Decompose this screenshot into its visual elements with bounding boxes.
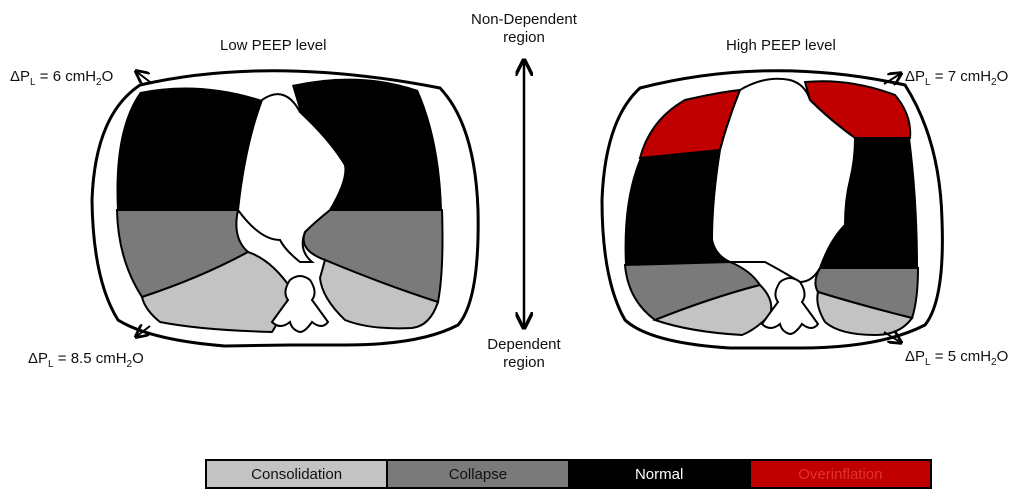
left-lung-section [92,71,478,346]
legend: Consolidation Collapse Normal Overinflat… [205,459,932,489]
legend-overinflation: Overinflation [751,461,930,487]
right-bottom-pressure-label: ΔPL = 5 cmH2O [905,348,1008,366]
right-panel-title: High PEEP level [726,37,836,55]
dependent-region-label: Dependent region [454,336,594,372]
left-panel-title: Low PEEP level [220,37,326,55]
left-bottom-pressure-label: ΔPL = 8.5 cmH2O [28,350,144,368]
right-top-pressure-label: ΔPL = 7 cmH2O [905,68,1008,86]
non-dependent-region-label: Non-Dependent region [454,11,594,47]
legend-consolidation: Consolidation [207,461,388,487]
left-top-arrow [137,72,150,82]
legend-normal: Normal [570,461,751,487]
legend-collapse: Collapse [388,461,569,487]
right-lung-section [602,71,942,348]
left-top-pressure-label: ΔPL = 6 cmH2O [10,68,113,86]
